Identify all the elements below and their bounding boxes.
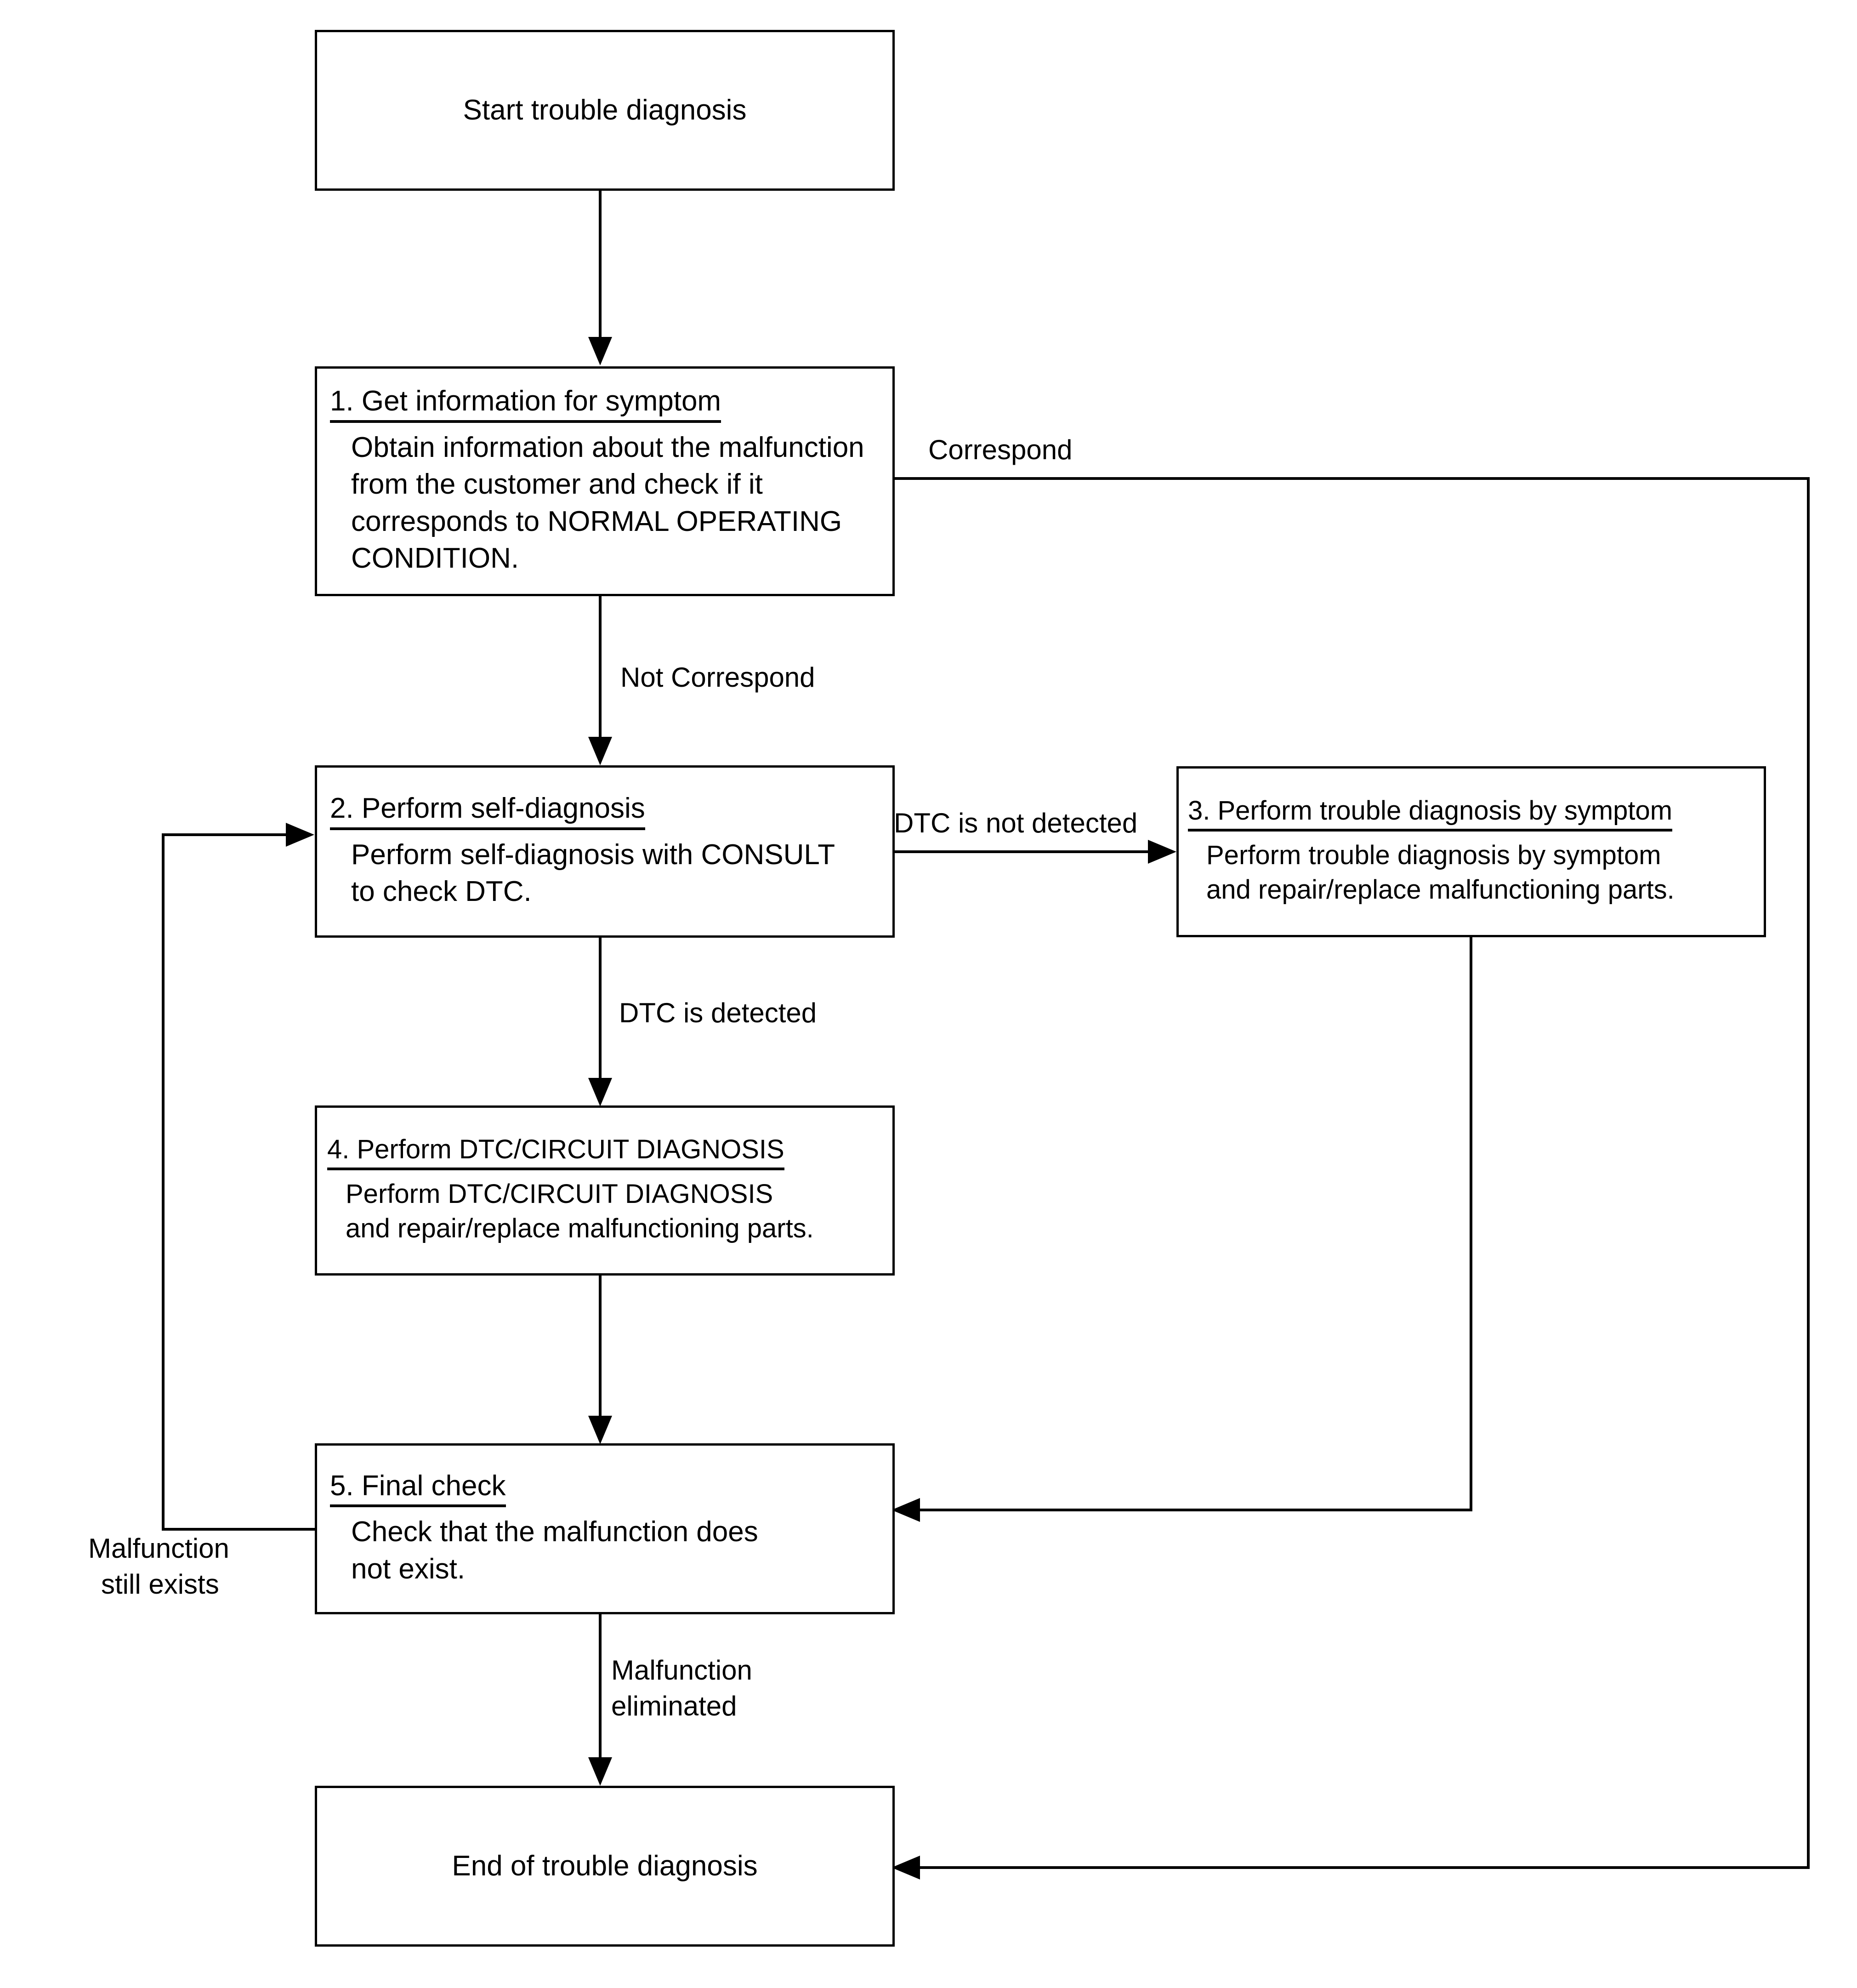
edge-label-correspond: Correspond [928, 432, 1073, 468]
edge-label-not-correspond-text: Not Correspond [620, 662, 815, 693]
arrowhead-step4-to-step5 [588, 1416, 612, 1444]
node-end-inner: End of trouble diagnosis [317, 1788, 892, 1944]
node-step3-title: 3. Perform trouble diagnosis by symptom [1188, 796, 1673, 832]
connector-correspond-vertical [1807, 477, 1810, 1868]
edge-label-malfunction-still-exists-line-1: Malfunction [88, 1533, 229, 1564]
node-step5-body-line-1: Check that the malfunction does [351, 1516, 758, 1548]
node-step5-body-line-2: not exist. [351, 1553, 466, 1585]
connector-step3-to-step5-horizontal [919, 1509, 1472, 1511]
node-step1-body-line-4: CONDITION. [351, 542, 519, 575]
edge-label-dtc-not-detected-text: DTC is not detected [894, 808, 1138, 838]
arrowhead-step1-to-step2 [588, 737, 612, 765]
node-step1-body-line-2: from the customer and check if it [351, 468, 763, 501]
node-step5-inner: 5. Final check Check that the malfunctio… [317, 1446, 892, 1612]
node-step1-body-line-3: corresponds to NORMAL OPERATING [351, 505, 842, 537]
node-step1-body: Obtain information about the malfunction… [351, 429, 880, 577]
node-step1-inner: 1. Get information for symptom Obtain in… [317, 369, 892, 594]
node-step4[interactable]: 4. Perform DTC/CIRCUIT DIAGNOSIS Perform… [315, 1105, 895, 1276]
connector-correspond-to-end [919, 1866, 1810, 1869]
connector-step5-to-step2-vertical [162, 833, 165, 1531]
node-step1-body-line-1: Obtain information about the malfunction [351, 431, 864, 463]
node-step1[interactable]: 1. Get information for symptom Obtain in… [315, 366, 895, 596]
node-end-label: End of trouble diagnosis [452, 1850, 758, 1882]
edge-label-malfunction-eliminated-line-1: Malfunction [611, 1655, 752, 1686]
edge-label-malfunction-still-exists: Malfunction still exists [88, 1531, 229, 1602]
edge-label-malfunction-eliminated-line-2: eliminated [611, 1691, 737, 1721]
connector-step3-to-step5-vertical [1470, 935, 1472, 1510]
arrowhead-step5-to-step2 [286, 823, 314, 847]
node-step2[interactable]: 2. Perform self-diagnosis Perform self-d… [315, 765, 895, 938]
node-step4-inner: 4. Perform DTC/CIRCUIT DIAGNOSIS Perform… [317, 1108, 892, 1273]
node-start-label: Start trouble diagnosis [463, 94, 747, 126]
node-end[interactable]: End of trouble diagnosis [315, 1786, 895, 1947]
node-start-inner: Start trouble diagnosis [317, 32, 892, 188]
connector-correspond-horizontal [893, 477, 1810, 480]
arrowhead-step2-to-step4 [588, 1078, 612, 1106]
connector-step2-to-step3 [893, 850, 1150, 853]
node-step3-body-line-1: Perform trouble diagnosis by symptom [1206, 840, 1661, 871]
arrowhead-start-to-step1 [588, 337, 612, 365]
node-step2-inner: 2. Perform self-diagnosis Perform self-d… [317, 768, 892, 935]
node-step4-title: 4. Perform DTC/CIRCUIT DIAGNOSIS [327, 1134, 784, 1171]
connector-start-to-step1 [599, 191, 602, 338]
node-step4-body-line-1: Perform DTC/CIRCUIT DIAGNOSIS [346, 1179, 773, 1209]
node-step2-body-line-1: Perform self-diagnosis with CONSULT [351, 838, 835, 871]
node-step3-inner: 3. Perform trouble diagnosis by symptom … [1179, 769, 1764, 935]
edge-label-not-correspond: Not Correspond [620, 660, 815, 695]
connector-step1-to-step2 [599, 596, 602, 739]
node-step1-title: 1. Get information for symptom [330, 385, 721, 423]
arrowhead-step2-to-step3 [1148, 840, 1176, 864]
arrowhead-correspond-to-end [892, 1856, 920, 1880]
connector-step5-to-end [599, 1614, 602, 1759]
node-step3[interactable]: 3. Perform trouble diagnosis by symptom … [1176, 766, 1766, 937]
node-step2-body-line-2: to check DTC. [351, 876, 532, 908]
node-step3-body-line-2: and repair/replace malfunctioning parts. [1206, 875, 1675, 905]
arrowhead-step3-to-step5 [892, 1498, 920, 1522]
node-step5[interactable]: 5. Final check Check that the malfunctio… [315, 1443, 895, 1614]
edge-label-dtc-not-detected: DTC is not detected [894, 805, 1137, 841]
arrowhead-step5-to-end [588, 1757, 612, 1786]
edge-label-malfunction-still-exists-line-2: still exists [101, 1569, 219, 1600]
node-step3-body: Perform trouble diagnosis by symptom and… [1206, 838, 1752, 907]
edge-label-correspond-text: Correspond [928, 434, 1073, 465]
node-step4-body: Perform DTC/CIRCUIT DIAGNOSIS and repair… [346, 1177, 880, 1246]
edge-label-malfunction-eliminated: Malfunction eliminated [611, 1652, 752, 1724]
node-step5-body: Check that the malfunction does not exis… [351, 1514, 880, 1588]
node-step2-title: 2. Perform self-diagnosis [330, 792, 645, 830]
node-step4-body-line-2: and repair/replace malfunctioning parts. [346, 1213, 814, 1244]
connector-step5-to-step2-top [162, 833, 288, 836]
edge-label-dtc-detected-text: DTC is detected [619, 997, 817, 1028]
connector-step5-to-step2-bottom [162, 1528, 317, 1531]
connector-step2-to-step4 [599, 938, 602, 1080]
node-step5-title: 5. Final check [330, 1470, 506, 1508]
node-start[interactable]: Start trouble diagnosis [315, 30, 895, 191]
edge-label-dtc-detected: DTC is detected [619, 995, 817, 1031]
connector-step4-to-step5 [599, 1276, 602, 1418]
node-step2-body: Perform self-diagnosis with CONSULT to c… [351, 837, 880, 911]
